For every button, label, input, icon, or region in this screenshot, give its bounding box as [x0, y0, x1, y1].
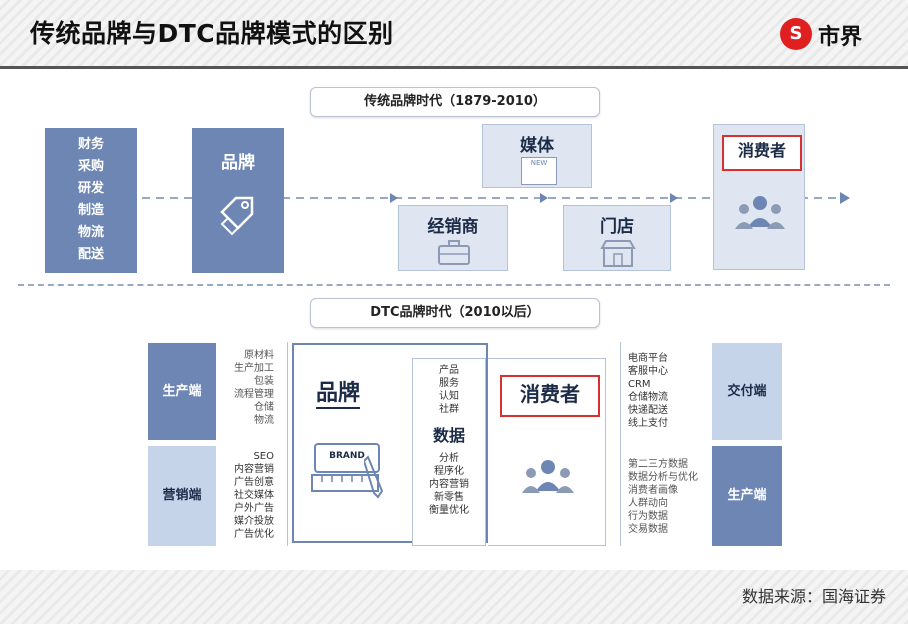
function-item: 配送 [77, 247, 104, 262]
delivery-item: 客服中心 [628, 366, 668, 377]
center-bottom-item: 内容营销 [429, 479, 469, 490]
production-item: 仓储 [254, 402, 274, 413]
media-block: 媒体 NEW [482, 124, 592, 188]
right-data-item: 消费者画像 [628, 485, 678, 496]
pen-icon [364, 455, 384, 499]
center-top-item: 认知 [439, 391, 459, 402]
page-title: 传统品牌与DTC品牌模式的区别 [30, 19, 394, 48]
function-item: 物流 [77, 225, 104, 240]
header-divider [0, 66, 908, 69]
center-top-item: 社群 [439, 404, 459, 415]
marketing-item: SEO [253, 451, 274, 462]
function-item: 采购 [77, 159, 104, 174]
delivery-list: 电商平台 客服中心 CRM 仓储物流 快递配送 线上支付 [628, 352, 708, 430]
footer-bar [0, 570, 908, 624]
traditional-brand-label: 品牌 [221, 153, 255, 173]
data-column: 产品 服务 认知 社群 数据 分析 程序化 内容营销 新零售 衡量优化 [412, 358, 486, 546]
production-item: 流程管理 [234, 389, 274, 400]
right-production-label: 生产端 [712, 446, 782, 546]
right-frame [620, 342, 784, 546]
dtc-people-group-icon [522, 460, 574, 493]
left-frame [148, 342, 288, 546]
media-label: 媒体 [520, 136, 554, 156]
delivery-item: CRM [628, 379, 651, 390]
center-bottom-list: 分析 程序化 内容营销 新零售 衡量优化 [413, 452, 485, 517]
dtc-consumer-block: 消费者 [488, 358, 606, 546]
right-data-item: 数据分析与优化 [628, 472, 698, 483]
header-bar [0, 0, 908, 66]
newspaper-icon-text: NEW [530, 159, 548, 167]
center-bottom-item: 分析 [439, 453, 459, 464]
dtc-brand-label: 品牌 [316, 381, 361, 409]
marketing-label: 营销端 [148, 446, 216, 546]
newspaper-icon: NEW [521, 157, 557, 185]
briefcase-icon [438, 240, 470, 265]
center-bottom-item: 程序化 [434, 466, 464, 477]
logo-text: 市界 [818, 25, 863, 50]
dealer-label: 经销商 [427, 217, 479, 237]
right-data-list: 第二三方数据 数据分析与优化 消费者画像 人群动向 行为数据 交易数据 [628, 458, 710, 536]
delivery-item: 仓储物流 [628, 392, 668, 403]
right-data-item: 交易数据 [628, 524, 668, 535]
center-top-item: 服务 [439, 378, 459, 389]
center-bottom-item: 新零售 [434, 492, 464, 503]
traditional-brand-block: 品牌 [192, 128, 284, 273]
logo-icon: S [780, 18, 812, 50]
function-item: 财务 [77, 137, 104, 152]
delivery-item: 线上支付 [628, 418, 668, 429]
marketing-item: 户外广告 [234, 503, 274, 514]
dtc-heading: DTC品牌时代（2010以后） [310, 298, 600, 328]
storefront-icon [600, 240, 636, 267]
delivery-label: 交付端 [712, 343, 782, 440]
production-item: 物流 [254, 415, 274, 426]
right-data-item: 人群动向 [628, 498, 668, 509]
production-item: 生产加工 [234, 363, 274, 374]
dealer-block: 经销商 [398, 205, 508, 271]
function-item: 制造 [77, 203, 104, 218]
section-divider [18, 284, 890, 286]
brand-sign-text: BRAND [329, 451, 365, 461]
store-block: 门店 [563, 205, 671, 271]
production-list: 原材料 生产加工 包装 流程管理 仓储 物流 [224, 349, 274, 427]
marketing-item: 内容营销 [234, 464, 274, 475]
right-data-item: 行为数据 [628, 511, 668, 522]
delivery-item: 电商平台 [628, 353, 668, 364]
function-item: 研发 [77, 181, 104, 196]
store-label: 门店 [600, 217, 634, 237]
marketing-item: 媒介投放 [234, 516, 274, 527]
traditional-heading: 传统品牌时代（1879-2010） [310, 87, 600, 117]
center-top-item: 产品 [439, 365, 459, 376]
marketing-item: 广告创意 [234, 477, 274, 488]
marketing-item: 社交媒体 [234, 490, 274, 501]
source-note: 数据来源：国海证券 [741, 587, 886, 606]
marketing-list: SEO 内容营销 广告创意 社交媒体 户外广告 媒介投放 广告优化 [222, 450, 274, 541]
production-label: 生产端 [148, 343, 216, 440]
traditional-consumer-block: 消费者 [713, 124, 805, 270]
center-top-list: 产品 服务 认知 社群 [413, 364, 485, 416]
marketing-item: 广告优化 [234, 529, 274, 540]
dtc-consumer-label: 消费者 [500, 375, 600, 417]
data-label: 数据 [432, 426, 465, 445]
production-item: 原材料 [244, 350, 274, 361]
price-tag-icon [220, 196, 254, 236]
traditional-consumer-label: 消费者 [722, 135, 802, 171]
functions-block: 财务 采购 研发 制造 物流 配送 [45, 128, 137, 273]
delivery-item: 快递配送 [628, 405, 668, 416]
center-bottom-item: 衡量优化 [429, 505, 469, 516]
people-group-icon [735, 196, 785, 229]
right-data-item: 第二三方数据 [628, 459, 688, 470]
production-item: 包装 [254, 376, 274, 387]
